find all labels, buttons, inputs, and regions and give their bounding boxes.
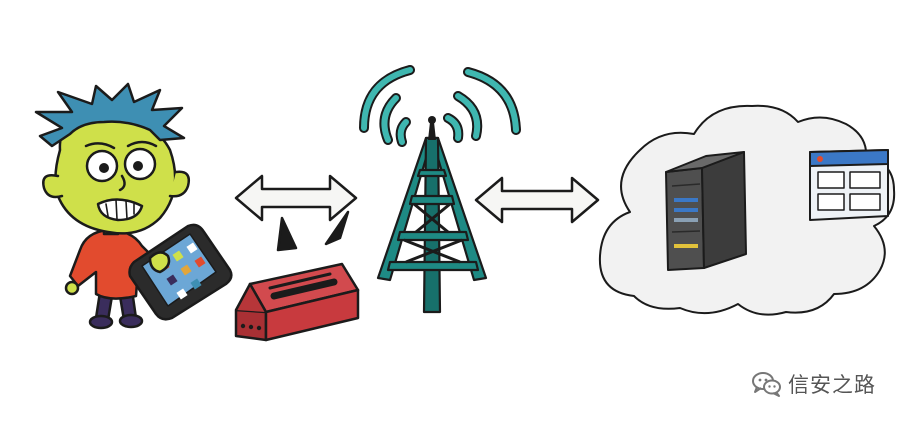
server-icon [666,152,746,270]
person-hand-right [150,252,169,272]
person-shoe-right [120,315,142,327]
server-side [702,152,746,268]
person-shoe-left [90,316,112,328]
tower-body [378,138,486,312]
cloud-server-icon [600,106,894,315]
person-hand-left [66,282,78,294]
router-antenna-left [278,218,296,250]
watermark-text: 信安之路 [788,369,876,399]
web-page-icon [810,150,888,220]
tower-tip [428,122,436,140]
phone-icon [130,225,232,319]
double-arrow-left [236,176,356,220]
router-icon [236,212,358,340]
watermark: 信安之路 [752,368,876,400]
wechat-icon [752,371,782,397]
person-with-phone [36,84,231,328]
person-mouth [98,199,142,220]
double-arrow-right [476,178,598,222]
